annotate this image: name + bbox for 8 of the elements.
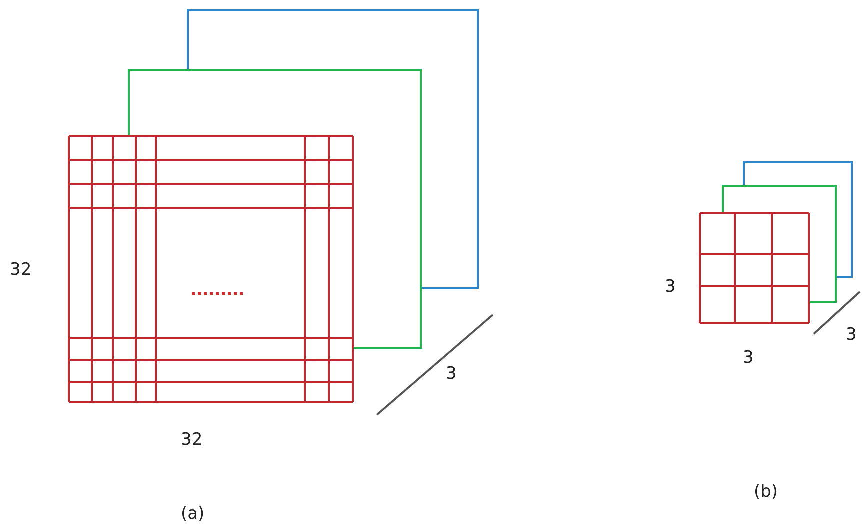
dimension-label: 3: [665, 279, 676, 296]
dimension-label: 3: [446, 366, 457, 383]
panel-label: (a): [181, 506, 205, 523]
panel-label: (b): [754, 484, 778, 501]
dimension-label: 3: [846, 327, 857, 344]
dimension-label: 32: [181, 432, 203, 449]
dimension-label: 32: [10, 262, 32, 279]
dimension-label: 3: [743, 350, 754, 367]
